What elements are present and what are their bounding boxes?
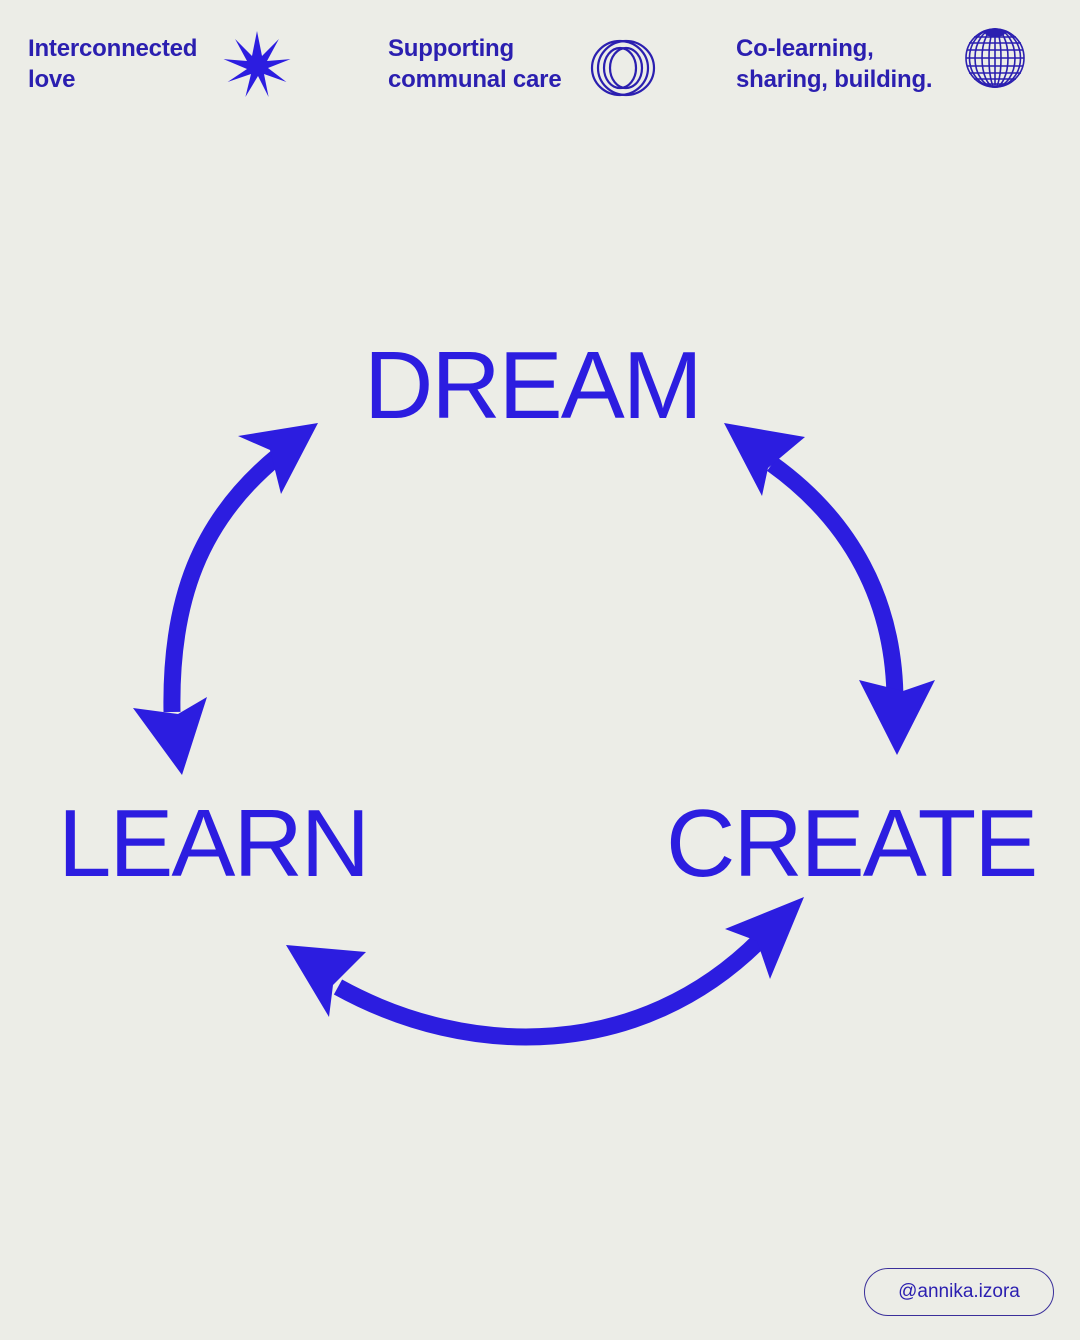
cycle-label-learn: LEARN xyxy=(58,790,370,897)
header-text: Interconnected love xyxy=(28,35,198,93)
nine-point-star-icon xyxy=(223,31,291,97)
wireframe-globe-icon xyxy=(965,28,1025,88)
dream-create-double-arrow xyxy=(724,423,935,755)
learn-create-double-arrow xyxy=(286,897,804,1046)
interlocked-rings-icon xyxy=(590,39,656,97)
header-item-interconnected-love: Interconnected love xyxy=(28,33,197,95)
cycle-label-create: CREATE xyxy=(666,790,1038,897)
header-item-co-learning: Co-learning, sharing, building. xyxy=(736,33,933,95)
learn-dream-double-arrow xyxy=(133,423,318,775)
header-text: Supporting communal care xyxy=(388,35,562,93)
cycle-label-dream: DREAM xyxy=(364,332,703,439)
header-text: Co-learning, sharing, building. xyxy=(736,35,933,93)
author-handle: @annika.izora xyxy=(898,1281,1020,1302)
author-handle-badge[interactable]: @annika.izora xyxy=(864,1268,1054,1316)
header-item-communal-care: Supporting communal care xyxy=(388,33,562,95)
